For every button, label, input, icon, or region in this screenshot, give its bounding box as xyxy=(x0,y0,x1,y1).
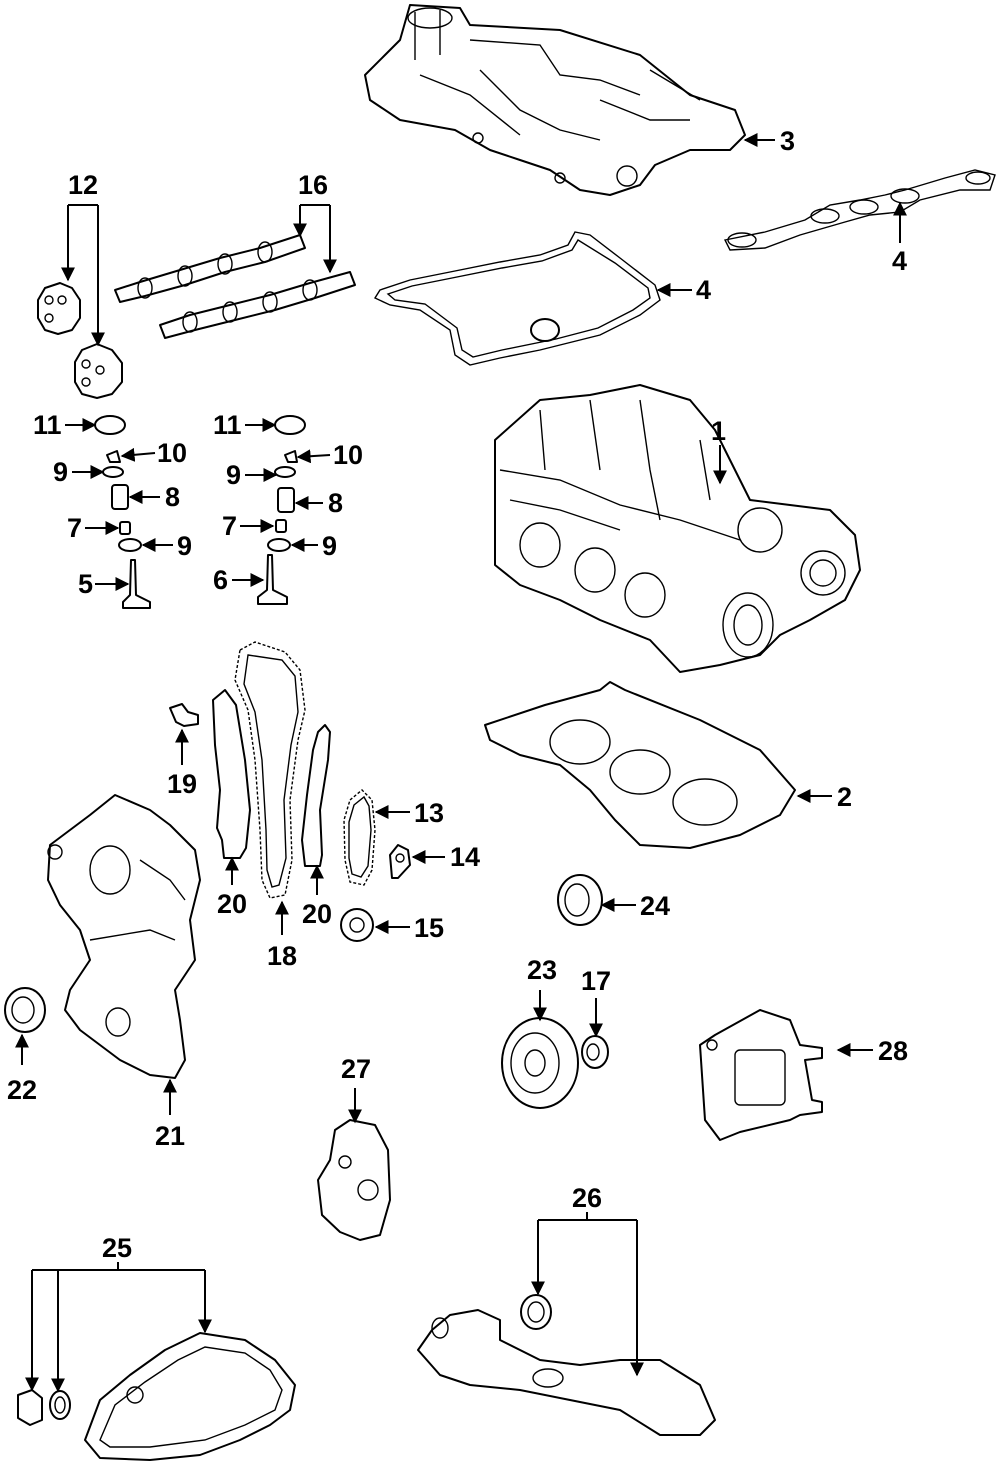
callout-28: 28 xyxy=(878,1036,908,1066)
callout-12: 12 xyxy=(68,170,98,200)
keeper-10-right[interactable] xyxy=(284,450,298,463)
tappet-11-left[interactable] xyxy=(94,415,126,435)
chain-tensioner[interactable] xyxy=(389,844,411,879)
oil-pump[interactable] xyxy=(317,1119,391,1241)
callout-9-right-bottom: 9 xyxy=(322,531,337,561)
callout-9-right-top: 9 xyxy=(226,460,241,490)
callout-11-right: 11 xyxy=(213,410,242,440)
valve-cover-gasket[interactable] xyxy=(373,231,661,366)
leader-lines xyxy=(15,133,907,1393)
timing-chain[interactable] xyxy=(234,641,306,899)
crank-seal[interactable] xyxy=(4,987,46,1033)
callout-9-left-top: 9 xyxy=(53,457,68,487)
intake-manifold[interactable] xyxy=(364,4,746,196)
keeper-10-left[interactable] xyxy=(106,450,121,463)
callout-4-valve-cover-gasket: 4 xyxy=(696,275,711,305)
callout-26: 26 xyxy=(572,1183,602,1213)
camshaft-intake[interactable] xyxy=(114,234,306,303)
seat-9-right[interactable] xyxy=(267,538,291,552)
cam-phaser-intake[interactable] xyxy=(37,282,81,335)
sprocket[interactable] xyxy=(340,908,374,942)
callout-14: 14 xyxy=(450,842,480,872)
valve-6[interactable] xyxy=(257,554,288,605)
callout-7-right: 7 xyxy=(222,511,237,541)
callout-23: 23 xyxy=(527,955,557,985)
callout-13: 13 xyxy=(414,798,444,828)
intake-gasket[interactable] xyxy=(723,169,996,251)
callout-16: 16 xyxy=(298,170,328,200)
callout-1: 1 xyxy=(711,416,726,446)
oil-cooler[interactable] xyxy=(699,1009,823,1141)
drain-plug[interactable] xyxy=(17,1389,43,1426)
front-seal[interactable] xyxy=(557,874,603,926)
cam-phaser-exhaust[interactable] xyxy=(74,343,123,399)
callout-9-left-bottom: 9 xyxy=(177,531,192,561)
valve-5[interactable] xyxy=(122,559,151,609)
tappet-11-right[interactable] xyxy=(274,415,306,435)
spring-8-left[interactable] xyxy=(111,484,129,510)
callout-8-left: 8 xyxy=(165,482,180,512)
callout-21: 21 xyxy=(155,1121,185,1151)
oil-pickup-tube[interactable] xyxy=(417,1309,716,1436)
pickup-o-ring[interactable] xyxy=(520,1294,552,1330)
callout-4-intake-gasket: 4 xyxy=(892,246,907,276)
seat-9-left[interactable] xyxy=(118,538,142,552)
callout-19: 19 xyxy=(167,769,197,799)
cylinder-head[interactable] xyxy=(494,384,861,673)
callout-25: 25 xyxy=(102,1233,132,1263)
callout-11-left: 11 xyxy=(33,410,62,440)
drain-washer[interactable] xyxy=(49,1390,71,1420)
callout-20-left: 20 xyxy=(217,889,247,919)
oil-pump-chain[interactable] xyxy=(343,789,376,886)
crank-pulley[interactable] xyxy=(501,1017,579,1109)
camshaft-exhaust[interactable] xyxy=(159,271,356,339)
callout-20-right: 20 xyxy=(302,899,332,929)
callout-6: 6 xyxy=(213,565,228,595)
callout-10-right: 10 xyxy=(333,440,363,470)
callout-24: 24 xyxy=(640,891,670,921)
retainer-9-left[interactable] xyxy=(102,466,124,478)
callout-7-left: 7 xyxy=(67,513,82,543)
callout-17: 17 xyxy=(581,966,611,996)
callout-15: 15 xyxy=(414,913,444,943)
oil-pan[interactable] xyxy=(84,1332,296,1461)
timing-cover[interactable] xyxy=(47,794,201,1079)
callout-3: 3 xyxy=(780,126,795,156)
callout-2: 2 xyxy=(837,782,852,812)
callout-27: 27 xyxy=(341,1054,371,1084)
callout-5: 5 xyxy=(78,569,93,599)
chain-guide-right[interactable] xyxy=(301,724,331,867)
seal-7-right[interactable] xyxy=(275,519,287,533)
callout-10-left: 10 xyxy=(157,438,187,468)
seal-7-left[interactable] xyxy=(119,521,131,535)
chain-guide-left[interactable] xyxy=(212,689,251,859)
crank-gear[interactable] xyxy=(581,1035,609,1069)
spring-8-right[interactable] xyxy=(277,487,295,513)
callout-labels: 3 4 4 12 16 11 10 9 8 7 9 5 11 10 9 8 7 … xyxy=(7,126,908,1263)
callout-8-right: 8 xyxy=(328,488,343,518)
callout-22: 22 xyxy=(7,1075,37,1105)
callout-18: 18 xyxy=(267,941,297,971)
head-gasket[interactable] xyxy=(484,681,796,849)
cam-sensor[interactable] xyxy=(169,703,199,727)
retainer-9-right[interactable] xyxy=(274,466,296,478)
